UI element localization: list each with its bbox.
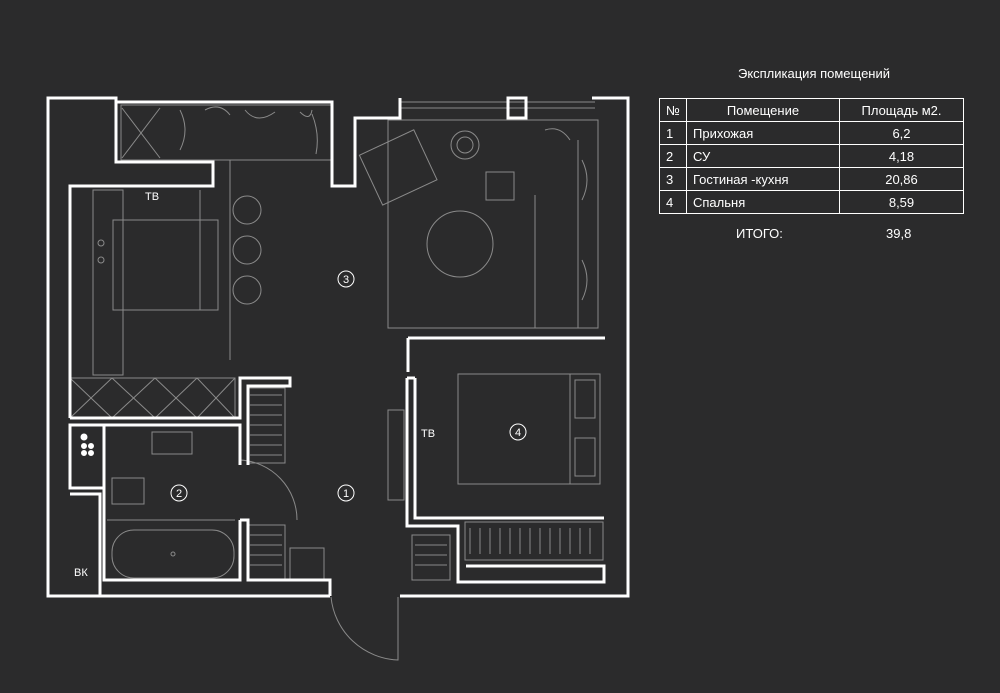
tv-label-kitchen: ТВ [145, 191, 159, 203]
hob-burner [97, 256, 105, 264]
boiler-icon [88, 450, 94, 456]
sofa-bench [120, 104, 332, 161]
wall-vk-niche [70, 492, 102, 596]
nightstand [574, 437, 596, 477]
row-area: 8,59 [839, 190, 964, 214]
bathtub-drain [170, 551, 176, 557]
row-num: 2 [659, 144, 687, 168]
boiler-icon [80, 433, 88, 441]
wardrobe-hangers [469, 528, 591, 554]
cabinet-crosses [69, 377, 236, 419]
wall-kitchen-bath [70, 376, 292, 465]
cushions [179, 106, 318, 155]
washbasin [151, 431, 193, 455]
hall-wardrobe [246, 524, 286, 581]
vk-label: ВК [74, 567, 88, 579]
side-table-inner [456, 136, 474, 154]
table-row: 1 Прихожая 6,2 [659, 121, 964, 145]
boiler-icon [81, 443, 87, 449]
wall-top-left [114, 98, 402, 188]
row-area: 6,2 [839, 121, 964, 145]
row-num: 3 [659, 167, 687, 191]
wall-bedroom-bottom [405, 378, 606, 584]
row-num: 1 [659, 121, 687, 145]
hall-bench [289, 547, 325, 581]
hall-shelf [411, 534, 451, 581]
row-room: СУ [686, 144, 840, 168]
row-num: 4 [659, 190, 687, 214]
table-row: 3 Гостиная -кухня 20,86 [659, 167, 964, 191]
wall-boiler-niche [68, 423, 106, 490]
wall-outer-right [400, 96, 630, 598]
bar-stool [232, 195, 262, 225]
row-area: 4,18 [839, 144, 964, 168]
room-marker-2 [170, 484, 188, 502]
wall-outer-left [46, 96, 330, 598]
bathtub [111, 529, 235, 579]
wardrobe-hangers [250, 394, 282, 566]
table-row: 4 Спальня 8,59 [659, 190, 964, 214]
explication-table: № Помещение Площадь м2. 1 Прихожая 6,2 2… [659, 98, 964, 214]
bar-stool [232, 235, 262, 265]
wall-bedroom-inner [413, 378, 604, 520]
kitchen-counter [92, 189, 124, 376]
tv-label-bedroom: ТВ [421, 428, 435, 440]
bedroom-wardrobe [464, 521, 604, 561]
side-table [450, 130, 480, 160]
walls-layer [46, 96, 630, 598]
boiler-icon [88, 443, 94, 449]
row-room: Прихожая [686, 121, 840, 145]
living-area [387, 119, 599, 329]
toilet [111, 477, 145, 505]
room-number-2: 2 [176, 488, 182, 500]
sofa-cushions [544, 128, 588, 301]
kitchen-island [112, 219, 219, 311]
row-room: Гостиная -кухня [686, 167, 840, 191]
bed-headboard [569, 373, 601, 485]
row-area: 20,86 [839, 167, 964, 191]
nightstand [574, 379, 596, 419]
room-marker-4 [509, 423, 527, 441]
room-number-1: 1 [343, 488, 349, 500]
stool [485, 171, 515, 201]
shelf-lines [415, 544, 447, 566]
row-room: Спальня [686, 190, 840, 214]
col-num-header: № [659, 98, 687, 122]
table-header-row: № Помещение Площадь м2. [659, 98, 964, 122]
cabinet-cross [121, 107, 161, 159]
wall-hall-bottom [240, 518, 332, 596]
table-row: 2 СУ 4,18 [659, 144, 964, 168]
room-marker-3 [337, 270, 355, 288]
lower-cabinets [69, 377, 236, 419]
boiler-icon [81, 450, 87, 456]
room-marker-1 [337, 484, 355, 502]
bar-stool [232, 275, 262, 305]
total-value: 39,8 [886, 226, 912, 241]
wall-bathroom [102, 423, 242, 582]
plan-labels: ТВ ТВ 3 1 2 4 ВК [74, 191, 521, 579]
round-rug [426, 210, 494, 278]
wall-pillar [506, 96, 528, 120]
armchair [358, 129, 438, 206]
explication-title: Экспликация помещений [737, 66, 891, 81]
room-number-3: 3 [343, 274, 349, 286]
bath-door-swing [239, 459, 298, 521]
col-room-header: Помещение [686, 98, 840, 122]
col-area-header: Площадь м2. [839, 98, 964, 122]
room-number-4: 4 [515, 427, 521, 439]
entrance-door-swing [330, 596, 399, 661]
total-label: ИТОГО: [736, 226, 783, 241]
tv-stand [387, 409, 405, 501]
room-markers [80, 270, 527, 502]
hob-burner [97, 239, 105, 247]
